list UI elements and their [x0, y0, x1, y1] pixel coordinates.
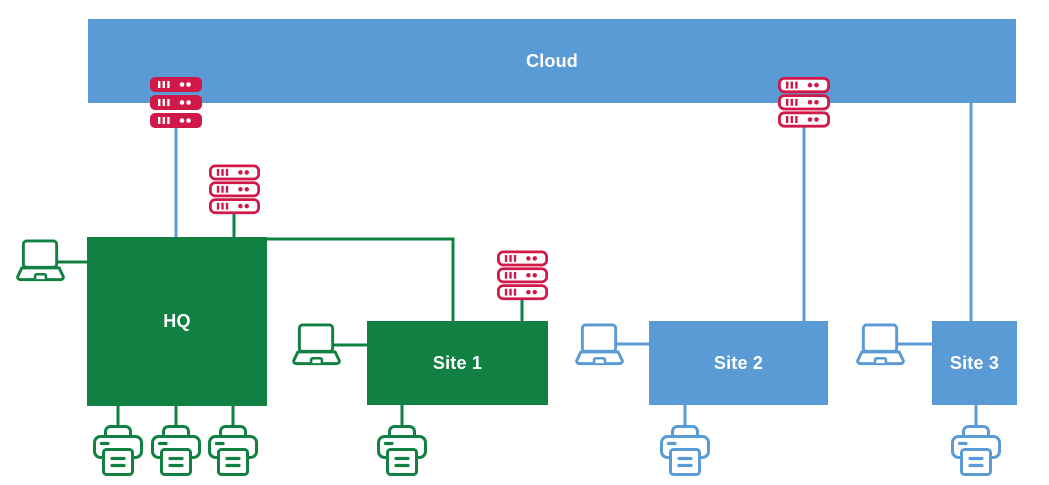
laptop-icon[interactable]	[856, 323, 905, 367]
node-site3-label: Site 3	[949, 352, 1000, 373]
server-rack-icon[interactable]	[497, 250, 548, 301]
printer-icon[interactable]	[151, 425, 201, 477]
node-cloud-label: Cloud	[526, 50, 578, 71]
node-site3[interactable]: Site 3	[932, 321, 1017, 405]
laptop-icon[interactable]	[575, 323, 624, 367]
server-rack-icon[interactable]	[209, 164, 260, 215]
laptop-icon[interactable]	[292, 323, 341, 367]
node-hq[interactable]: HQ	[87, 237, 267, 406]
node-cloud[interactable]: Cloud	[88, 19, 1016, 103]
link-hq-site1	[267, 237, 455, 330]
node-site2-label: Site 2	[713, 352, 764, 373]
node-site2[interactable]: Site 2	[649, 321, 828, 405]
node-site1-label: Site 1	[432, 352, 483, 373]
printer-icon[interactable]	[93, 425, 143, 477]
laptop-icon[interactable]	[16, 239, 65, 283]
printer-icon[interactable]	[377, 425, 427, 477]
node-site1[interactable]: Site 1	[367, 321, 548, 405]
printer-icon[interactable]	[951, 425, 1001, 477]
node-hq-label: HQ	[163, 311, 191, 331]
server-rack-icon[interactable]	[778, 77, 830, 128]
printer-icon[interactable]	[208, 425, 258, 477]
server-rack-icon[interactable]	[150, 77, 202, 128]
printer-icon[interactable]	[660, 425, 710, 477]
